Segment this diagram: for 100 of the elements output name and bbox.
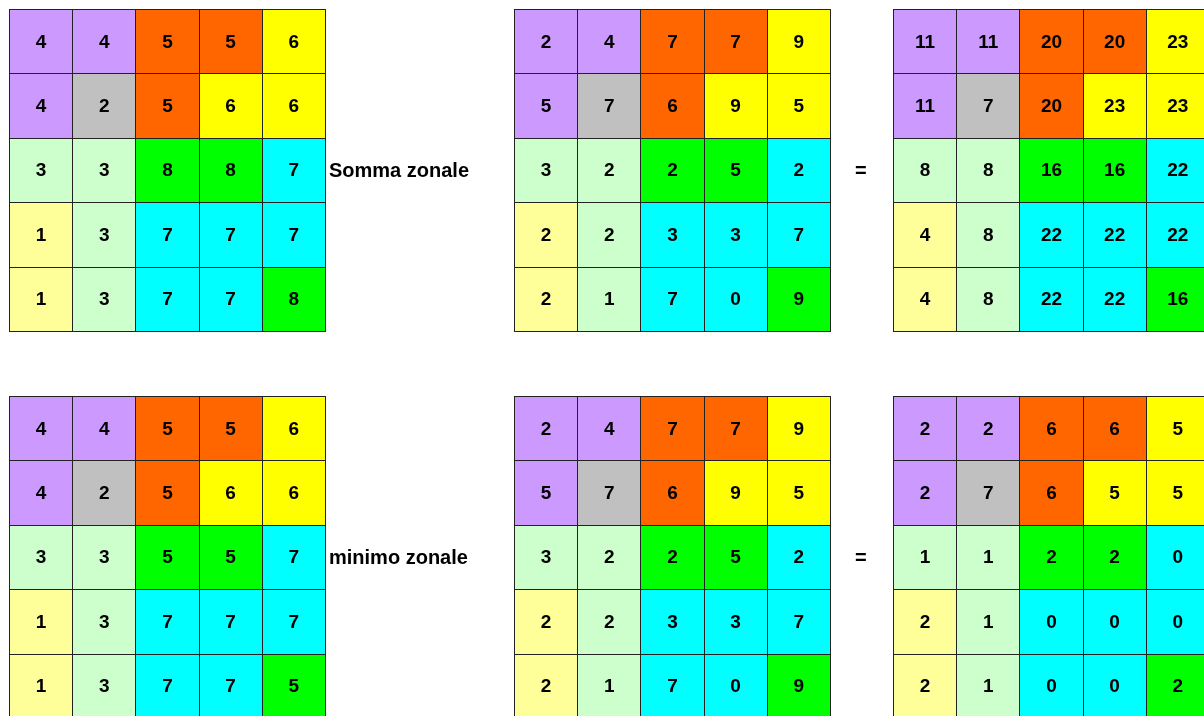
raster-cell: 6 xyxy=(262,10,326,75)
raster-cell: 2 xyxy=(73,461,137,526)
raster-cell: 5 xyxy=(199,10,263,75)
raster-cell: 3 xyxy=(73,203,137,268)
raster-cell: 23 xyxy=(1083,74,1147,139)
raster-cell: 4 xyxy=(10,397,74,462)
raster-cell: 6 xyxy=(641,74,705,139)
raster-cell: 3 xyxy=(10,525,74,591)
raster-cell: 5 xyxy=(767,461,831,526)
raster-cell: 2 xyxy=(641,138,705,204)
raster-cell: 20 xyxy=(1083,10,1147,75)
raster-cell: 0 xyxy=(1083,590,1147,655)
raster-cell: 8 xyxy=(957,267,1021,332)
raster-cell: 3 xyxy=(704,590,768,655)
raster-cell: 22 xyxy=(1083,203,1147,268)
raster-cell: 6 xyxy=(262,74,326,139)
raster-cell: 2 xyxy=(641,525,705,591)
raster-cell: 2 xyxy=(894,397,958,462)
raster-cell: 2 xyxy=(515,397,579,462)
raster-cell: 7 xyxy=(957,74,1021,139)
raster-cell: 7 xyxy=(262,525,326,591)
raster-cell: 3 xyxy=(73,138,137,204)
raster-cell: 7 xyxy=(704,10,768,75)
raster-cell: 7 xyxy=(136,203,200,268)
raster-cell: 4 xyxy=(578,397,642,462)
raster-cell: 7 xyxy=(136,267,200,332)
operation-label: = xyxy=(855,158,867,182)
raster-cell: 7 xyxy=(641,397,705,462)
raster-cell: 23 xyxy=(1146,74,1204,139)
raster-cell: 5 xyxy=(136,525,200,591)
raster-cell: 16 xyxy=(1020,138,1084,204)
raster-cell: 7 xyxy=(262,590,326,655)
operation-label: = xyxy=(855,545,867,569)
raster-cell: 11 xyxy=(894,10,958,75)
raster-cell: 2 xyxy=(1020,525,1084,591)
raster-cell: 7 xyxy=(641,10,705,75)
raster-cell: 6 xyxy=(1020,461,1084,526)
raster-cell: 6 xyxy=(641,461,705,526)
raster-cell: 7 xyxy=(262,203,326,268)
raster-cell: 16 xyxy=(1146,267,1204,332)
raster-cell: 7 xyxy=(199,203,263,268)
raster-cell: 7 xyxy=(704,397,768,462)
raster-cell: 3 xyxy=(704,203,768,268)
raster-cell: 5 xyxy=(1146,397,1204,462)
raster-cell: 5 xyxy=(515,461,579,526)
raster-cell: 2 xyxy=(894,461,958,526)
raster-cell: 0 xyxy=(1146,525,1204,591)
raster-cell: 4 xyxy=(894,267,958,332)
raster-cell: 8 xyxy=(136,138,200,204)
raster-cell: 2 xyxy=(767,138,831,204)
raster-cell: 2 xyxy=(578,203,642,268)
raster-cell: 2 xyxy=(578,590,642,655)
raster-cell: 6 xyxy=(262,461,326,526)
raster-cell: 2 xyxy=(957,397,1021,462)
raster-cell: 0 xyxy=(704,267,768,332)
raster-cell: 1 xyxy=(957,654,1021,716)
raster-cell: 20 xyxy=(1020,74,1084,139)
raster-cell: 5 xyxy=(1146,461,1204,526)
raster-cell: 5 xyxy=(136,10,200,75)
raster-cell: 2 xyxy=(894,654,958,716)
raster-cell: 0 xyxy=(1146,590,1204,655)
raster-cell: 2 xyxy=(515,590,579,655)
raster-cell: 5 xyxy=(199,397,263,462)
raster-cell: 1 xyxy=(578,267,642,332)
raster-cell: 6 xyxy=(1020,397,1084,462)
raster-cell: 0 xyxy=(1020,590,1084,655)
raster-cell: 2 xyxy=(894,590,958,655)
raster-cell: 16 xyxy=(1083,138,1147,204)
raster-cell: 1 xyxy=(578,654,642,716)
raster-cell: 11 xyxy=(894,74,958,139)
raster-cell: 9 xyxy=(767,267,831,332)
raster-cell: 4 xyxy=(894,203,958,268)
operation-label: minimo zonale xyxy=(329,545,468,569)
raster-cell: 0 xyxy=(704,654,768,716)
raster-cell: 8 xyxy=(957,138,1021,204)
raster-cell: 2 xyxy=(73,74,137,139)
raster-cell: 7 xyxy=(767,203,831,268)
raster-cell: 7 xyxy=(199,590,263,655)
raster-cell: 8 xyxy=(957,203,1021,268)
raster-cell: 5 xyxy=(136,397,200,462)
raster-cell: 7 xyxy=(641,654,705,716)
raster-cell: 5 xyxy=(704,525,768,591)
raster-cell: 20 xyxy=(1020,10,1084,75)
raster-cell: 9 xyxy=(704,461,768,526)
raster-cell: 5 xyxy=(515,74,579,139)
raster-cell: 11 xyxy=(957,10,1021,75)
raster-cell: 9 xyxy=(767,654,831,716)
raster-cell: 4 xyxy=(73,10,137,75)
raster-cell: 3 xyxy=(641,203,705,268)
raster-cell: 5 xyxy=(767,74,831,139)
raster-cell: 3 xyxy=(73,525,137,591)
raster-cell: 7 xyxy=(578,74,642,139)
raster-cell: 8 xyxy=(894,138,958,204)
raster-cell: 9 xyxy=(767,397,831,462)
raster-cell: 3 xyxy=(641,590,705,655)
raster-cell: 4 xyxy=(10,461,74,526)
raster-cell: 2 xyxy=(1083,525,1147,591)
raster-cell: 2 xyxy=(515,10,579,75)
raster-cell: 2 xyxy=(1146,654,1204,716)
raster-cell: 3 xyxy=(73,267,137,332)
